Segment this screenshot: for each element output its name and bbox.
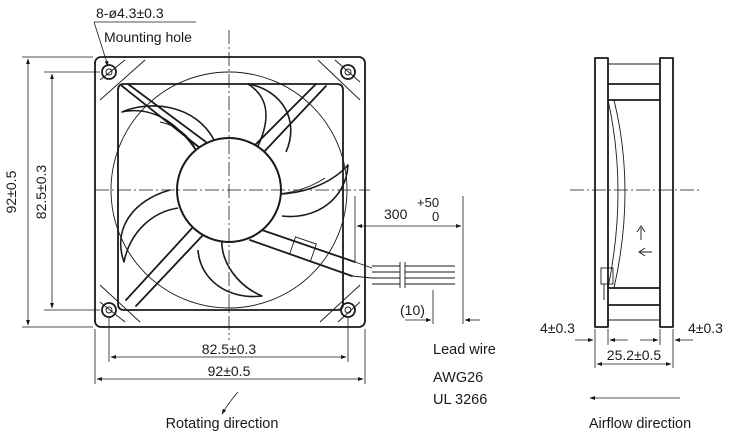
lead-wire-title: Lead wire bbox=[433, 342, 496, 358]
side-dimensions bbox=[575, 329, 693, 368]
airflow-marker-up-icon bbox=[636, 225, 646, 240]
rotating-direction-caption: Rotating direction bbox=[166, 416, 279, 432]
hole-spec-text: 8-ø4.3±0.3 bbox=[96, 5, 164, 21]
hole-label-text: Mounting hole bbox=[104, 29, 192, 45]
dim-width-pitch-label: 82.5±0.3 bbox=[202, 341, 257, 357]
lead-tol-plus-text: +50 bbox=[417, 195, 439, 210]
dim-width-outer bbox=[94, 329, 366, 384]
dim-height-pitch bbox=[44, 71, 100, 311]
mounting-holes bbox=[101, 64, 356, 318]
side-view: 4±0.3 4±0.3 25.2±0.5 Airflow direction bbox=[540, 57, 723, 432]
front-view: 92±0.5 82.5±0.3 82.5±0.3 92±0.5 8-ø4.3±0… bbox=[3, 5, 455, 432]
side-connector bbox=[600, 267, 614, 285]
lead-gauge-text: AWG26 bbox=[433, 370, 483, 386]
lead-strip-text: (10) bbox=[400, 302, 425, 318]
fan-struts bbox=[121, 83, 327, 307]
corner-gussets bbox=[99, 59, 361, 323]
side-rails bbox=[608, 63, 660, 321]
dim-height-outer bbox=[22, 56, 93, 328]
rotation-arrow-icon bbox=[221, 391, 239, 415]
dim-width-outer-label: 92±0.5 bbox=[208, 363, 251, 379]
side-hub-profile bbox=[607, 99, 626, 289]
lead-wire-bundle bbox=[249, 227, 455, 288]
lead-tol-minus-text: 0 bbox=[432, 209, 439, 224]
dim-height-outer-label: 92±0.5 bbox=[3, 170, 19, 213]
lead-standard-text: UL 3266 bbox=[433, 392, 487, 408]
fan-frame-inner bbox=[117, 83, 344, 311]
left-flange bbox=[594, 57, 609, 328]
lead-dimensions bbox=[354, 196, 480, 324]
side-flange-left-text: 4±0.3 bbox=[540, 320, 575, 336]
right-flange bbox=[659, 57, 674, 328]
dim-width-pitch bbox=[108, 318, 349, 362]
side-flange-right-text: 4±0.3 bbox=[688, 320, 723, 336]
side-depth-text: 25.2±0.5 bbox=[607, 347, 662, 363]
airflow-direction-caption: Airflow direction bbox=[589, 416, 691, 432]
dim-height-pitch-label: 82.5±0.3 bbox=[33, 165, 49, 220]
lead-length-text: 300 bbox=[384, 206, 408, 222]
side-body bbox=[607, 83, 661, 306]
airflow-marker-left-icon bbox=[638, 247, 652, 257]
hole-leader bbox=[93, 21, 196, 67]
fan-frame-outer bbox=[94, 56, 366, 328]
